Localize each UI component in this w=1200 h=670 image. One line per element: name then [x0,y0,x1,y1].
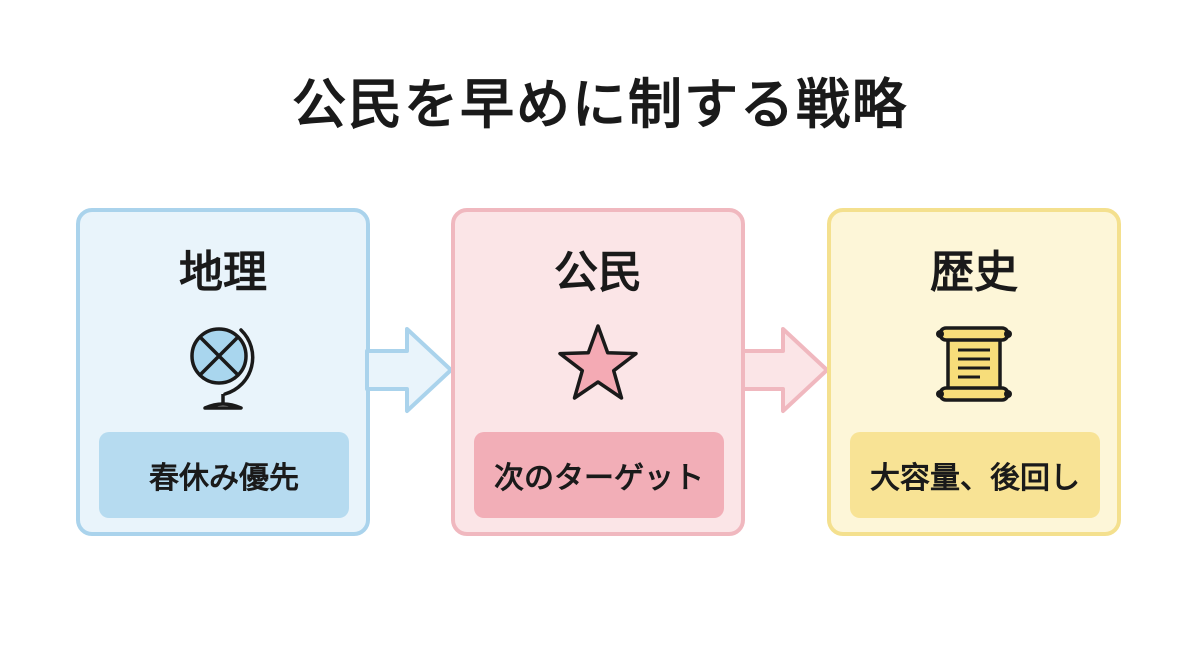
card-title: 公民 [554,247,642,298]
scroll-icon [936,326,1012,402]
card-label: 大容量、後回し [850,432,1100,518]
globe-icon [190,327,255,410]
card-geography: 地理 春休み優先 [76,208,370,536]
card-label: 次のターゲット [474,432,724,518]
page-title: 公民を早めに制する戦略 [292,73,908,136]
card-history: 歴史 大容量、後回し [827,208,1121,536]
card-title: 歴史 [930,247,1018,298]
card-civics: 公民 次のターゲット [451,208,745,536]
arrow-right-icon [741,327,829,413]
card-title: 地理 [179,247,267,298]
arrow-right-icon [365,327,453,413]
star-icon [558,324,638,400]
card-label: 春休み優先 [99,432,349,518]
